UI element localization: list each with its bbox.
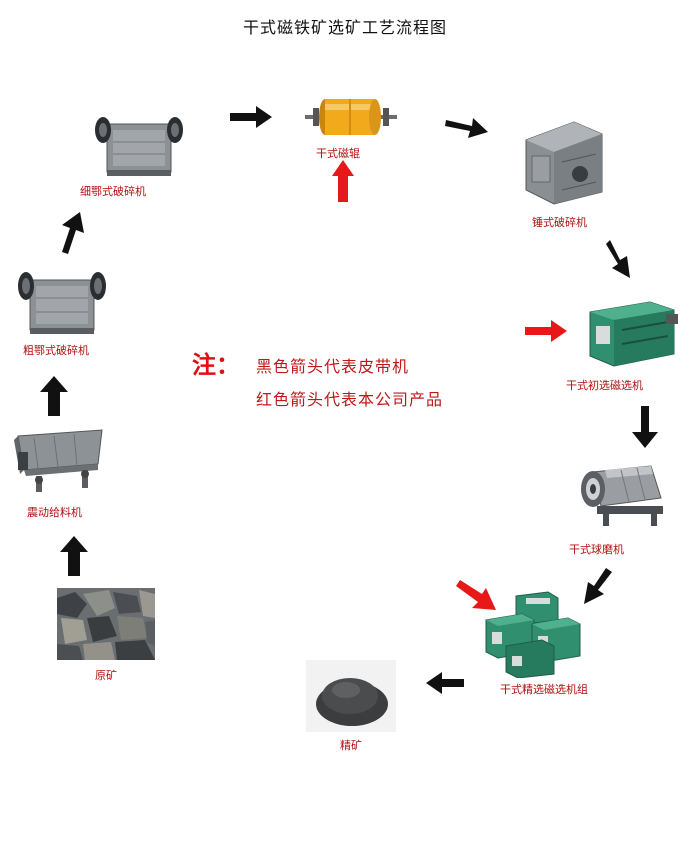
dry-magnetic-roller-image xyxy=(305,99,397,135)
arrow-raw-to-feeder xyxy=(60,536,88,576)
hammer-crusher-label: 锤式破碎机 xyxy=(532,216,587,229)
raw-ore-label: 原矿 xyxy=(95,669,117,682)
dry-ball-mill-label: 干式球磨机 xyxy=(569,543,624,556)
note-red-arrow: 红色箭头代表本公司产品 xyxy=(256,390,444,409)
dry-fine-separator-group-image xyxy=(485,591,581,678)
dry-fine-separator-group-label: 干式精选磁选机组 xyxy=(500,683,588,696)
vibrating-feeder-image xyxy=(14,429,103,492)
vibrating-feeder-label: 震动给料机 xyxy=(27,506,82,519)
concentrate-image xyxy=(306,660,396,732)
arrow-ballmill-to-fine-separator xyxy=(584,568,612,604)
dry-magnetic-roller-label: 干式磁辊 xyxy=(316,147,360,160)
arrow-fine-to-roller xyxy=(230,106,272,128)
dry-primary-separator-image xyxy=(589,301,678,367)
hammer-crusher-image xyxy=(525,121,603,205)
red-arrow-primary-separator xyxy=(525,320,567,342)
arrow-coarse-to-fine xyxy=(62,212,84,254)
raw-ore-image xyxy=(57,588,155,660)
fine-jaw-crusher-image xyxy=(95,117,183,176)
coarse-jaw-crusher-image xyxy=(18,272,106,334)
red-arrow-fine-separator xyxy=(456,580,496,610)
concentrate-label: 精矿 xyxy=(340,739,362,752)
arrow-roller-to-hammer xyxy=(445,118,488,138)
fine-jaw-crusher-label: 细鄂式破碎机 xyxy=(80,185,146,198)
arrow-separator-to-concentrate xyxy=(426,672,464,694)
arrow-hammer-to-primary xyxy=(606,240,630,278)
note-black-arrow: 黑色箭头代表皮带机 xyxy=(256,357,410,376)
dry-ball-mill-image xyxy=(581,465,663,526)
arrow-feeder-to-coarse xyxy=(40,376,68,416)
diagram-title: 干式磁铁矿选矿工艺流程图 xyxy=(242,18,447,37)
coarse-jaw-crusher-label: 粗鄂式破碎机 xyxy=(23,344,89,357)
note-heading: 注： xyxy=(192,351,240,379)
arrow-primary-to-ballmill xyxy=(632,406,658,448)
red-arrow-roller xyxy=(332,160,354,202)
dry-primary-separator-label: 干式初选磁选机 xyxy=(566,379,643,392)
